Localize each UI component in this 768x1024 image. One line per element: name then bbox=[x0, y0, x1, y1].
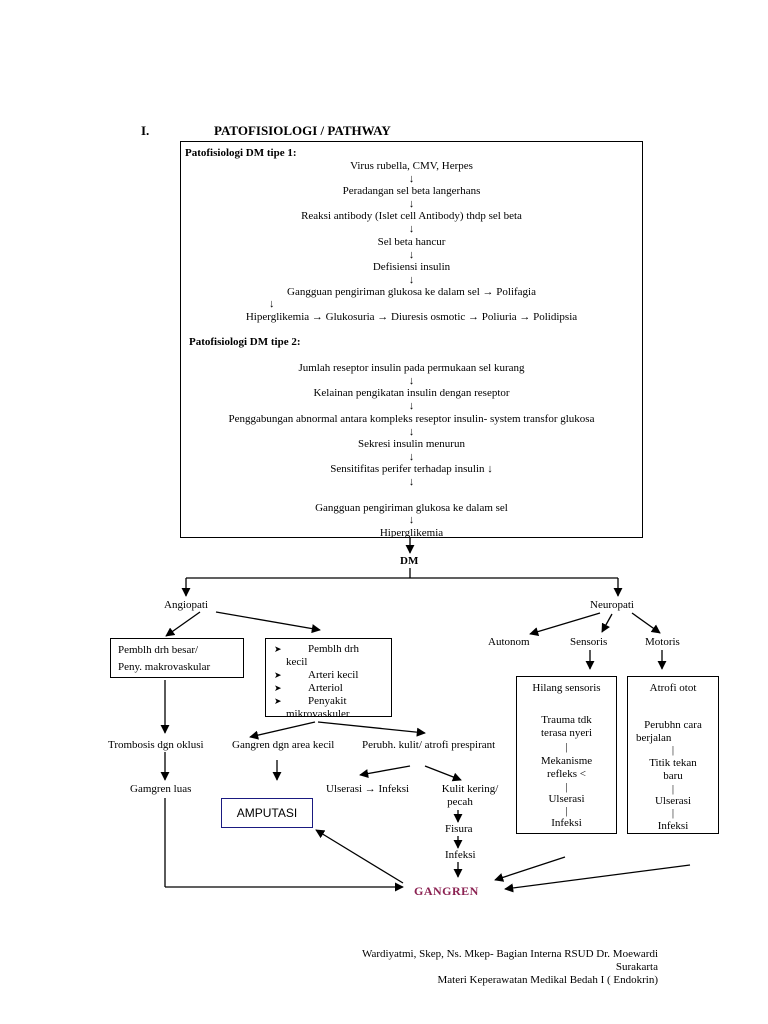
arrow-down-icon: ↓ bbox=[408, 198, 415, 210]
footer-city: Surakarta bbox=[615, 961, 658, 973]
section-title: PATOFISIOLOGI / PATHWAY bbox=[214, 123, 391, 138]
dm2-step-4: Sekresi insulin menurun bbox=[358, 438, 465, 450]
arrow-bullet-icon: ➤ bbox=[274, 670, 282, 680]
footer-author: Wardiyatmi, Skep, Ns. Mkep- Bagian Inter… bbox=[361, 948, 658, 960]
dm1-step-3: Reaksi antibody (Islet cell Antibody) th… bbox=[301, 210, 522, 222]
arrow-down-icon: ↓ bbox=[269, 298, 275, 310]
motoris-box-item-3b: baru bbox=[663, 770, 683, 782]
motoris-box-item-2b: berjalan bbox=[636, 732, 672, 744]
arrow-down-icon: ↓ bbox=[408, 400, 415, 412]
sensoris-box-item-3a: Mekanisme bbox=[540, 755, 593, 767]
arrow-down-icon: ↓ bbox=[408, 451, 415, 463]
connector-bar: | bbox=[565, 805, 568, 817]
footer-course: Materi Keperawatan Medikal Bedah I ( End… bbox=[437, 974, 658, 986]
section-number: I. bbox=[141, 123, 150, 138]
arrow-bullet-icon: ➤ bbox=[274, 683, 282, 693]
sensoris-box-item-2a: Trauma tdk bbox=[541, 714, 592, 726]
arrow-down-icon: ↓ bbox=[408, 426, 415, 438]
arrow-down-icon: ↓ bbox=[408, 173, 415, 185]
dm2-step-2: Kelainan pengikatan insulin dengan resep… bbox=[313, 387, 510, 399]
perubahan-kulit-node: Perubh. kulit/ atrofi prespirant bbox=[362, 739, 496, 751]
sensoris-node: Sensoris bbox=[570, 636, 608, 648]
gangren-node: GANGREN bbox=[414, 884, 479, 898]
gangren-luas-node: Gamgren luas bbox=[130, 783, 192, 795]
arrow-down-icon: ↓ bbox=[408, 223, 415, 235]
dm-pathophysiology-box: Patofisiologi DM tipe 1: Virus rubella, … bbox=[180, 141, 643, 538]
arrow-down-icon: ↓ bbox=[408, 274, 415, 286]
mikro-item-4-text-a: Penyakit bbox=[308, 695, 347, 707]
connector-bar: | bbox=[671, 807, 675, 819]
sensoris-box-item-2b: terasa nyeri bbox=[541, 727, 592, 739]
dm1-step-5: Defisiensi insulin bbox=[372, 261, 451, 273]
dm2-step-5: Sensitifitas perifer terhadap insulin ↓ bbox=[330, 463, 493, 475]
dm2-step-3: Penggabungan abnormal antara kompleks re… bbox=[228, 413, 595, 425]
mikro-item-1: ➤ Pemblh drh bbox=[274, 643, 359, 656]
motoris-box: Atrofi otot Perubhn cara berjalan | Titi… bbox=[627, 676, 719, 834]
mikro-item-4b: mikrovaskuler bbox=[286, 708, 350, 717]
dm1-step-4: Sel beta hancur bbox=[377, 236, 446, 248]
motoris-node: Motoris bbox=[645, 636, 680, 648]
dm2-step-6: Gangguan pengiriman glukosa ke dalam sel bbox=[315, 502, 508, 514]
mikro-item-2-text: Arteri kecil bbox=[308, 669, 359, 681]
dm2-title: Patofisiologi DM tipe 2: bbox=[189, 336, 301, 348]
ulserasi-infeksi-node: Ulserasi → Infeksi bbox=[326, 783, 410, 795]
motoris-box-item-5: Infeksi bbox=[657, 820, 689, 832]
makro-line-2: Peny. makrovaskular bbox=[118, 661, 211, 673]
dm1-step-7: Hiperglikemia → Glukosuria → Diuresis os… bbox=[245, 311, 578, 323]
mikro-item-3: ➤ Arteriol bbox=[274, 682, 343, 695]
trombosis-node: Trombosis dgn oklusi bbox=[108, 739, 204, 751]
makro-line-1: Pemblh drh besar/ bbox=[118, 644, 199, 656]
infeksi-node: Infeksi bbox=[445, 849, 476, 861]
motoris-box-item-4: Ulserasi bbox=[654, 795, 692, 807]
dm1-step-1: Virus rubella, CMV, Herpes bbox=[350, 160, 473, 172]
motoris-box-item-1: Atrofi otot bbox=[649, 682, 697, 694]
connector-bar: | bbox=[671, 783, 675, 795]
mikro-item-4: ➤ Penyakit bbox=[274, 695, 347, 708]
connector-bar: | bbox=[671, 744, 675, 756]
dm-node: DM bbox=[400, 555, 419, 567]
amputasi-box: AMPUTASI bbox=[221, 798, 313, 828]
arrow-down-icon: ↓ bbox=[408, 476, 415, 488]
dm1-step-6: Gangguan pengiriman glukosa ke dalam sel… bbox=[287, 286, 536, 298]
autonom-node: Autonom bbox=[488, 636, 530, 648]
dm1-title: Patofisiologi DM tipe 1: bbox=[185, 147, 297, 159]
sensoris-box: Hilang sensoris Trauma tdk terasa nyeri … bbox=[516, 676, 617, 834]
fisura-node: Fisura bbox=[445, 823, 473, 835]
mikrovaskular-box: ➤ Pemblh drh kecil ➤ Arteri kecil ➤ Arterio… bbox=[265, 638, 392, 717]
mikro-item-2: ➤ Arteri kecil bbox=[274, 669, 358, 682]
connector-bar: | bbox=[565, 781, 568, 793]
motoris-box-item-3a: Titik tekan bbox=[649, 757, 697, 769]
sensoris-box-item-5: Infeksi bbox=[551, 817, 582, 829]
arrow-bullet-icon: ➤ bbox=[274, 696, 282, 706]
angiopati-node: Angiopati bbox=[164, 599, 208, 611]
kulit-kering-node-b: pecah bbox=[447, 796, 473, 808]
kulit-kering-node-a: Kulit kering/ bbox=[441, 783, 499, 795]
makrovaskular-box: Pemblh drh besar/ Peny. makrovaskular bbox=[110, 638, 244, 678]
arrow-bullet-icon: ➤ bbox=[274, 644, 282, 654]
amputasi-label: AMPUTASI bbox=[236, 806, 298, 820]
sensoris-box-item-3b: refleks < bbox=[547, 768, 586, 780]
mikro-item-1b: kecil bbox=[286, 656, 308, 668]
sensoris-box-item-1: Hilang sensoris bbox=[532, 682, 601, 694]
dm2-step-7: Hiperglikemia bbox=[379, 527, 444, 538]
arrow-down-icon: ↓ bbox=[408, 514, 415, 526]
arrow-down-icon: ↓ bbox=[408, 249, 415, 261]
neuropati-node: Neuropati bbox=[590, 599, 634, 611]
gangren-area-kecil-node: Gangren dgn area kecil bbox=[232, 739, 335, 751]
motoris-box-item-2a: Perubhn cara bbox=[644, 719, 702, 731]
arrow-down-icon: ↓ bbox=[408, 375, 415, 387]
dm2-step-1: Jumlah reseptor insulin pada permukaan s… bbox=[298, 362, 525, 374]
mikro-item-3-text: Arteriol bbox=[308, 682, 343, 694]
sensoris-box-item-4: Ulserasi bbox=[548, 793, 585, 805]
mikro-item-1-text-a: Pemblh drh bbox=[308, 643, 360, 655]
connector-bar: | bbox=[565, 741, 568, 753]
dm1-step-2: Peradangan sel beta langerhans bbox=[342, 185, 481, 197]
